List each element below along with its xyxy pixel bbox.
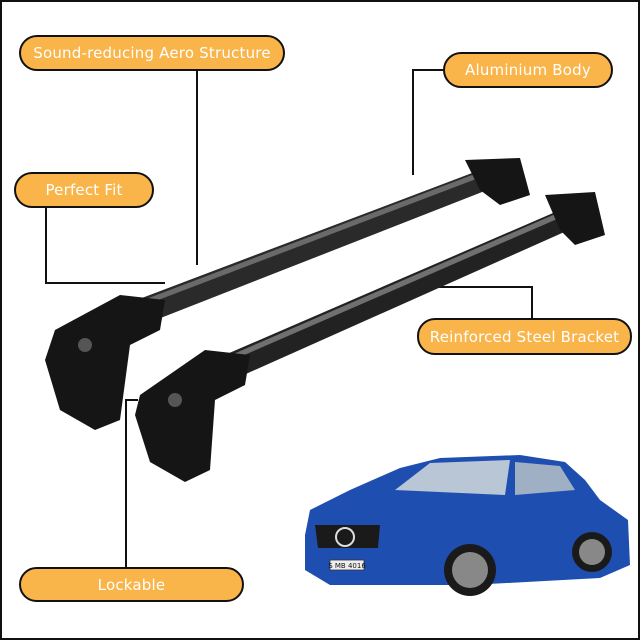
leader-body [412,69,443,175]
roof-bar-front [135,192,605,482]
car-windshield [395,460,510,495]
car-grille [315,525,380,548]
leader-bracket [420,286,533,318]
lock-icon [78,338,92,352]
callout-lockable: Lockable [19,567,244,602]
license-plate [329,559,365,571]
lock-icon [168,393,182,407]
car-image: S MB 4016 [305,455,630,596]
leader-lock [125,399,138,567]
leader-fit [45,208,165,284]
callout-aero-structure: Sound-reducing Aero Structure [19,35,285,71]
leader-lines [45,69,533,567]
roof-bar-rear [45,158,530,430]
callout-aluminium-body: Aluminium Body [443,52,613,88]
license-plate-text: S MB 4016 [328,562,366,570]
car-side-window [515,462,575,495]
car-logo [335,527,355,547]
callout-reinforced-bracket: Reinforced Steel Bracket [417,318,632,355]
callout-perfect-fit: Perfect Fit [14,172,154,208]
